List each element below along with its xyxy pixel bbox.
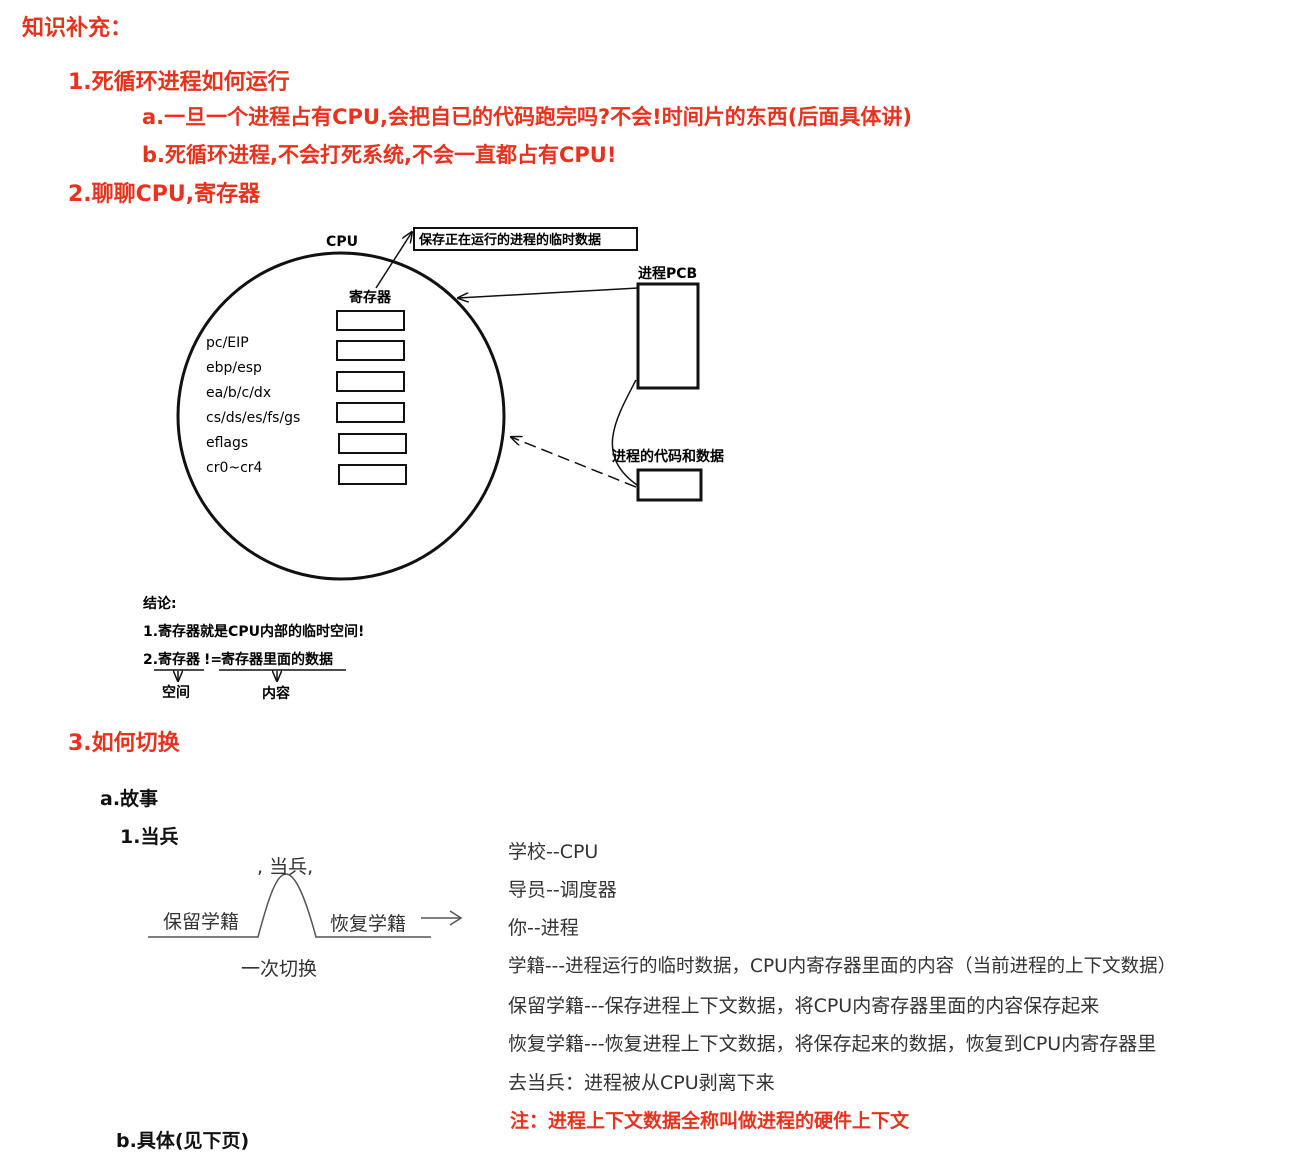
section-1-item-a: a.一旦一个进程占有CPU,会把自已的代码跑完吗?不会!时间片的东西(后面具体讲…: [142, 105, 912, 129]
section-3-item-b: b.具体(见下页): [116, 1130, 250, 1152]
restore-label: 恢复学籍: [330, 913, 406, 935]
mapping-item: 导员--调度器: [508, 879, 617, 901]
section-1-title: 1.死循环进程如何运行: [68, 70, 290, 95]
register-name: ebp/esp: [206, 360, 262, 376]
register-box: [338, 464, 407, 485]
space-label: 空间: [162, 684, 190, 701]
register-box: [338, 433, 407, 454]
mapping-item: 去当兵：进程被从CPU剥离下来: [508, 1072, 775, 1094]
mapping-item: 恢复学籍---恢复进程上下文数据，将保存起来的数据，恢复到CPU内寄存器里: [508, 1033, 1157, 1055]
temp-data-box: [413, 227, 638, 251]
conclusion-1: 1.寄存器就是CPU内部的临时空间!: [143, 623, 364, 640]
register-box: [336, 340, 405, 361]
soldier-curve: [148, 873, 431, 938]
keep-label: 保留学籍: [163, 911, 239, 933]
section-1-item-b: b.死循环进程,不会打死系统,不会一直都占有CPU!: [142, 143, 617, 167]
code-data-box: [636, 468, 703, 502]
register-name: cr0~cr4: [206, 460, 263, 476]
mapping-item: 学籍---进程运行的临时数据，CPU内寄存器里面的内容（当前进程的上下文数据）: [508, 956, 1177, 977]
story-arrow-head: [449, 910, 463, 926]
pcb-label: 进程PCB: [638, 266, 697, 282]
section-2-title: 2.聊聊CPU,寄存器: [68, 182, 261, 207]
conclusion-2-b: 寄存器里面的数据: [221, 651, 333, 668]
register-box: [336, 310, 405, 331]
pcb-to-cpu-arrow: [458, 287, 639, 298]
section-3-item-a1: 1.当兵: [120, 826, 179, 848]
switch-label: 一次切换: [241, 958, 317, 980]
mapping-item: 学校--CPU: [508, 841, 599, 863]
code-data-label: 进程的代码和数据: [612, 448, 724, 465]
content-label: 内容: [262, 685, 290, 702]
register-name: cs/ds/es/fs/gs: [206, 410, 300, 426]
page-heading: 知识补充：: [22, 16, 133, 41]
register-to-temp-arrow: [375, 232, 412, 289]
temp-data-label: 保存正在运行的进程的临时数据: [418, 232, 601, 248]
register-label: 寄存器: [349, 289, 392, 306]
note: 注：进程上下文数据全称叫做进程的硬件上下文: [510, 1110, 910, 1132]
section-3-title: 3.如何切换: [68, 731, 180, 756]
mapping-item: 你--进程: [508, 917, 579, 939]
section-3-item-a: a.故事: [100, 788, 159, 810]
register-name: ea/b/c/dx: [206, 385, 271, 401]
register-name: eflags: [206, 435, 248, 451]
pcb-code-link: [611, 379, 638, 486]
conclusion-title: 结论:: [143, 595, 177, 612]
pcb-box: [636, 282, 700, 390]
cpu-label: CPU: [326, 234, 358, 250]
register-box: [336, 371, 405, 392]
cpu-circle: [176, 251, 506, 581]
soldier-label: , 当兵,: [257, 856, 313, 878]
register-box: [336, 402, 405, 423]
register-name: pc/EIP: [206, 335, 249, 351]
conclusion-2-op: !=: [204, 652, 222, 668]
code-to-cpu-dashed-arrow: [511, 437, 637, 488]
conclusion-2-a: 2.寄存器: [143, 651, 201, 668]
mapping-item: 保留学籍---保存进程上下文数据，将CPU内寄存器里面的内容保存起来: [508, 995, 1100, 1017]
